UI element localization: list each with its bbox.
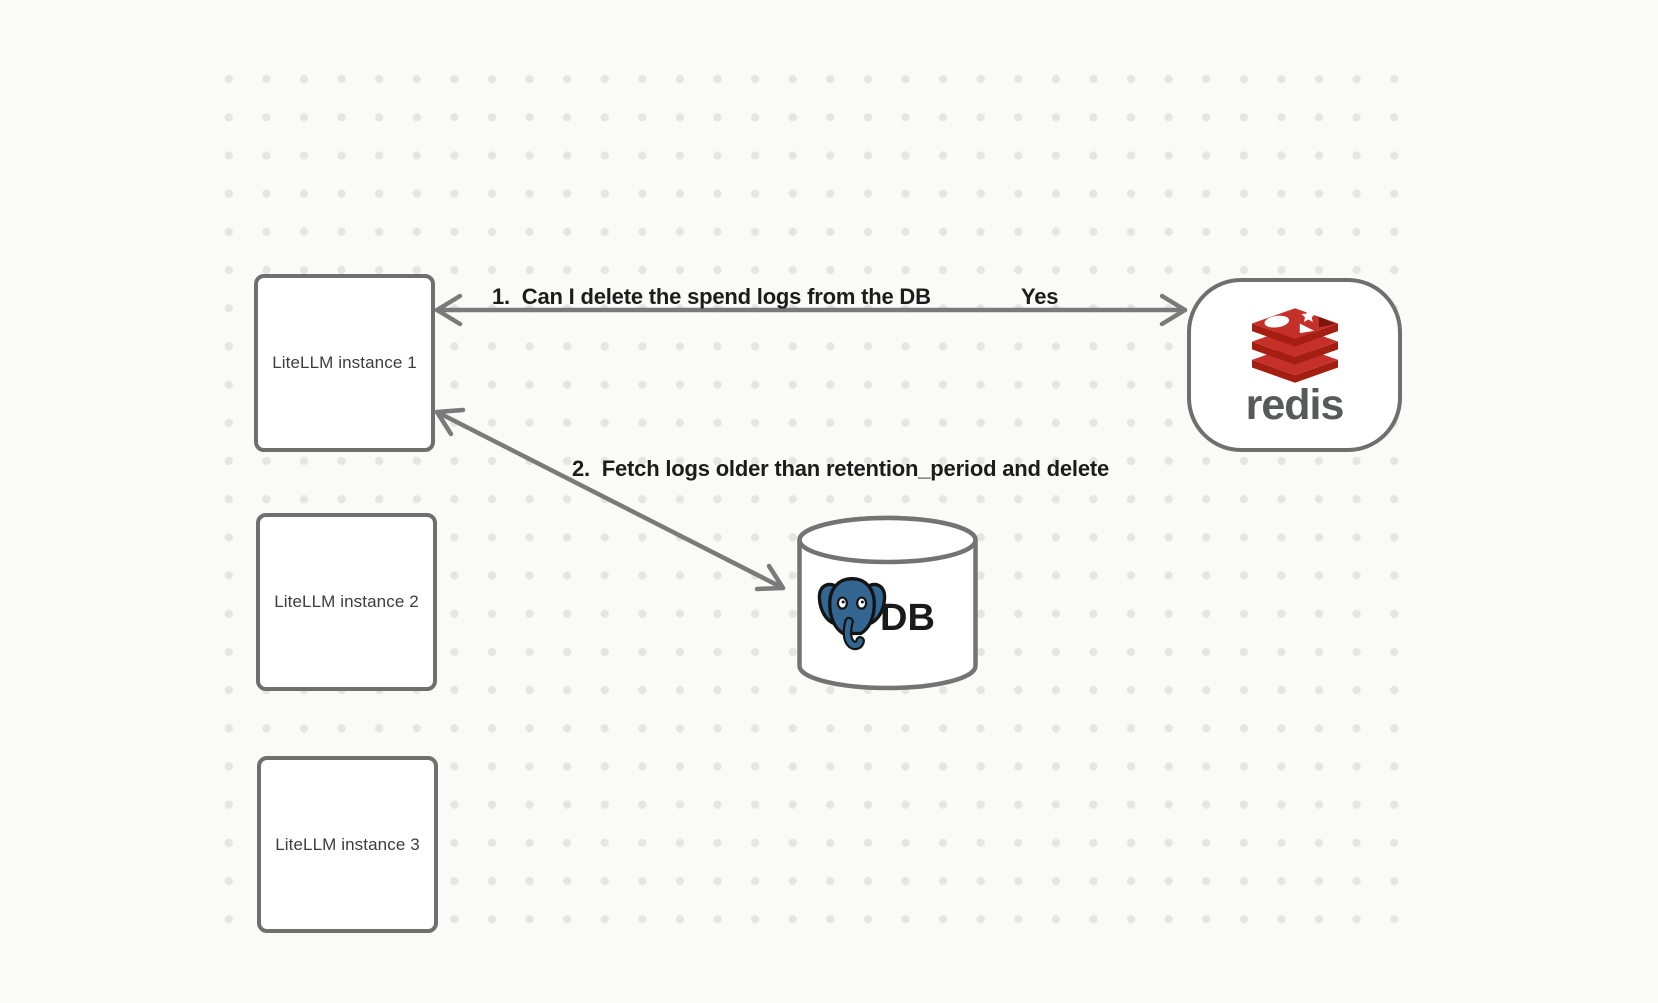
node-litellm-instance-2: LiteLLM instance 2 — [256, 513, 437, 691]
edge1-label: 1. Can I delete the spend logs from the … — [492, 284, 931, 309]
db-label: DB — [880, 597, 935, 639]
redis-logo-icon — [1251, 307, 1338, 383]
node-litellm-instance-1: LiteLLM instance 1 — [254, 274, 435, 452]
db-cylinder-shape — [797, 515, 978, 691]
node-litellm-instance-3: LiteLLM instance 3 — [257, 756, 438, 933]
node-label: LiteLLM instance 2 — [274, 592, 419, 611]
postgresql-elephant-icon — [817, 577, 887, 651]
node-label: LiteLLM instance 3 — [275, 834, 420, 854]
node-database — [795, 515, 980, 691]
edge2-label: 2. Fetch logs older than retention_perio… — [572, 456, 1110, 481]
edge1-response-label: Yes — [1021, 284, 1059, 309]
node-redis: redis — [1187, 278, 1402, 452]
node-label: LiteLLM instance 1 — [272, 353, 417, 372]
redis-wordmark: redis — [1245, 380, 1345, 429]
